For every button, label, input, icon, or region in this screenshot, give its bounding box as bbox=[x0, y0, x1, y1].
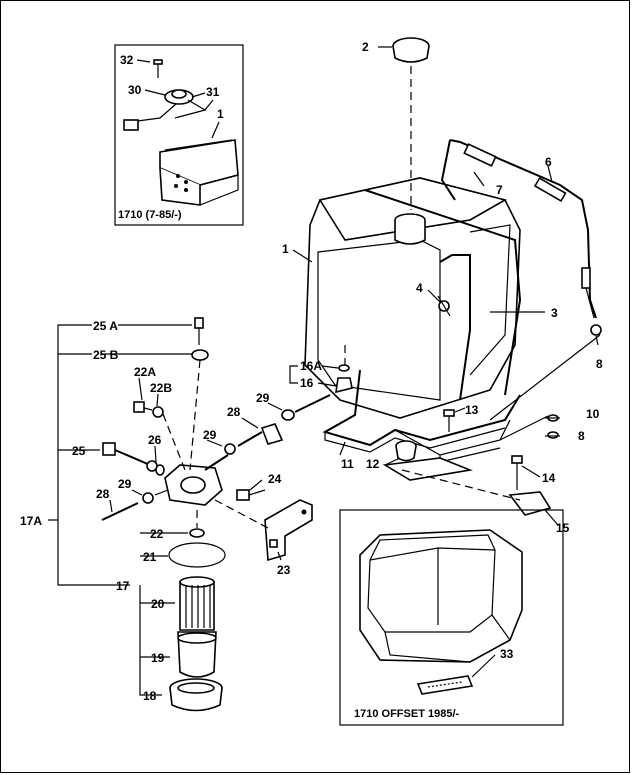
label-25A: 25 A bbox=[93, 319, 118, 333]
inset-sender-unit bbox=[114, 44, 244, 226]
bolt-24-icon bbox=[236, 489, 266, 501]
label-31: 31 bbox=[206, 85, 220, 99]
leader-lines bbox=[48, 99, 599, 696]
label-25: 25 bbox=[72, 444, 86, 458]
label-21: 21 bbox=[143, 550, 157, 564]
label-3: 3 bbox=[551, 306, 558, 320]
label-17: 17 bbox=[116, 579, 130, 593]
label-4: 4 bbox=[416, 281, 423, 295]
label-1-inset: 1 bbox=[217, 107, 224, 121]
label-32: 32 bbox=[120, 53, 134, 67]
label-17A: 17A bbox=[20, 514, 42, 528]
label-11: 11 bbox=[341, 457, 354, 471]
label-24: 24 bbox=[268, 472, 282, 486]
inset-caption-bottom: 1710 OFFSET 1985/- bbox=[354, 708, 459, 720]
label-29-low: 29 bbox=[118, 477, 132, 491]
label-15: 15 bbox=[556, 521, 570, 535]
label-28-top: 28 bbox=[227, 405, 241, 419]
pad-33-icon bbox=[416, 675, 474, 695]
label-28-low: 28 bbox=[96, 487, 110, 501]
inset-offset-tank bbox=[339, 509, 564, 726]
label-2: 2 bbox=[362, 40, 369, 54]
label-16: 16 bbox=[300, 376, 314, 390]
label-33: 33 bbox=[500, 647, 514, 661]
label-6: 6 bbox=[545, 155, 552, 169]
clip-4-icon bbox=[437, 295, 451, 317]
nut-8-icon bbox=[547, 431, 559, 439]
callout-labels: 32 30 31 1 1710 (7-85/-) 2 6 7 1 4 3 8 1… bbox=[20, 40, 603, 720]
label-18: 18 bbox=[143, 689, 157, 703]
bracket-23-icon bbox=[264, 499, 313, 562]
label-16A: 16A bbox=[300, 359, 322, 373]
label-22: 22 bbox=[150, 527, 164, 541]
drain-fitting-icon bbox=[335, 364, 353, 394]
label-1-main: 1 bbox=[282, 242, 289, 256]
fuel-tank bbox=[304, 177, 522, 419]
label-23: 23 bbox=[277, 563, 291, 577]
label-22A: 22A bbox=[134, 365, 156, 379]
fuel-filter-assembly bbox=[101, 317, 229, 712]
label-12: 12 bbox=[366, 457, 380, 471]
screw-32-icon bbox=[153, 59, 163, 78]
bolt-13-icon bbox=[443, 409, 455, 432]
label-8-upper: 8 bbox=[596, 357, 603, 371]
label-13: 13 bbox=[465, 403, 479, 417]
label-10: 10 bbox=[586, 407, 600, 421]
grommet-icon bbox=[395, 440, 417, 462]
clamp-15-icon bbox=[508, 491, 552, 516]
tank-corner-icon bbox=[159, 139, 239, 206]
strap-rod-icon bbox=[440, 139, 602, 336]
label-25B: 25 B bbox=[93, 348, 119, 362]
label-20: 20 bbox=[151, 597, 165, 611]
fuel-cap-icon bbox=[378, 37, 430, 63]
label-22B: 22B bbox=[150, 381, 172, 395]
label-14: 14 bbox=[542, 471, 556, 485]
bracket-lower bbox=[382, 457, 473, 481]
label-29-mid: 29 bbox=[203, 428, 217, 442]
label-8-lower: 8 bbox=[578, 429, 585, 443]
label-29-top: 29 bbox=[256, 391, 270, 405]
label-7: 7 bbox=[496, 183, 503, 197]
fuel-line-upper bbox=[224, 394, 331, 455]
label-19: 19 bbox=[151, 651, 165, 665]
label-26: 26 bbox=[148, 433, 162, 447]
bolt-14-icon bbox=[511, 455, 523, 490]
inset-caption-top: 1710 (7-85/-) bbox=[118, 209, 182, 221]
label-30: 30 bbox=[128, 83, 142, 97]
